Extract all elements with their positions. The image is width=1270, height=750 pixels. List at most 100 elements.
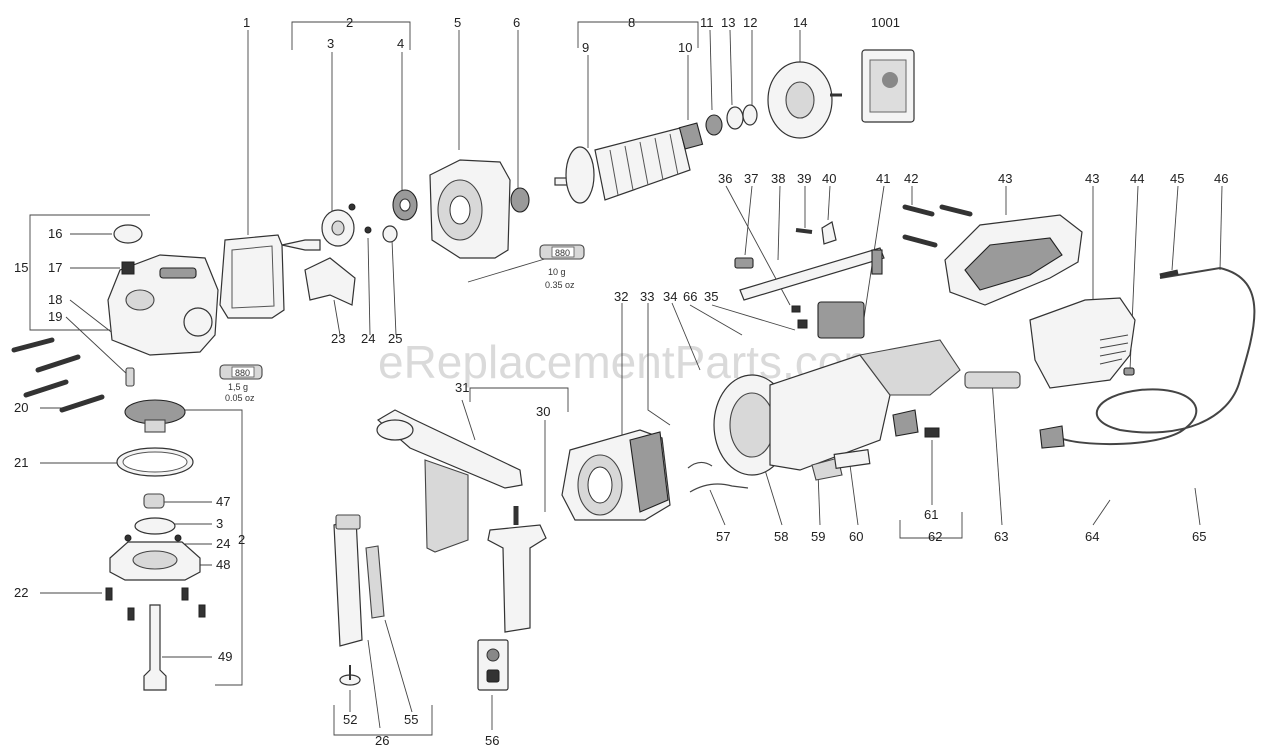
callout-14: 14 bbox=[793, 15, 807, 30]
callout-18: 18 bbox=[48, 292, 62, 307]
bearing-6 bbox=[510, 187, 530, 213]
callout-1: 1 bbox=[243, 15, 250, 30]
callout-58: 58 bbox=[774, 529, 788, 544]
callout-34: 34 bbox=[663, 289, 677, 304]
callout-63: 63 bbox=[994, 529, 1008, 544]
callout-42: 42 bbox=[904, 171, 918, 186]
callout-64: 64 bbox=[1085, 529, 1099, 544]
armature-8 bbox=[594, 127, 691, 201]
sleeve-47 bbox=[143, 493, 165, 509]
callout-13: 13 bbox=[721, 15, 735, 30]
callout-21: 21 bbox=[14, 455, 28, 470]
washer-25 bbox=[382, 225, 398, 243]
callout-59: 59 bbox=[811, 529, 825, 544]
grease-tube-label-upper: 880 bbox=[555, 248, 570, 258]
callout-35: 35 bbox=[704, 289, 718, 304]
bearing-11 bbox=[705, 114, 723, 136]
callout-3-low: 3 bbox=[216, 516, 223, 531]
callout-43-b: 43 bbox=[1085, 171, 1099, 186]
card-56 bbox=[477, 639, 509, 691]
callout-37: 37 bbox=[744, 171, 758, 186]
ring-13 bbox=[726, 106, 744, 130]
screws-15 bbox=[11, 337, 105, 413]
callout-61: 61 bbox=[924, 507, 938, 522]
label-59 bbox=[811, 457, 843, 481]
rating-plate-60 bbox=[833, 449, 871, 469]
part-44 bbox=[1123, 367, 1135, 376]
callout-48: 48 bbox=[216, 557, 230, 572]
callout-55: 55 bbox=[404, 712, 418, 727]
callout-30: 30 bbox=[536, 404, 550, 419]
callout-17: 17 bbox=[48, 260, 62, 275]
screws-22 bbox=[105, 587, 206, 621]
tube-26 bbox=[333, 517, 363, 647]
switch-61 bbox=[892, 409, 919, 437]
ring-12 bbox=[742, 104, 758, 126]
callout-16: 16 bbox=[48, 226, 62, 241]
grease-amount-oz-upper: 0.35 oz bbox=[545, 280, 575, 290]
grease-tube-label-lower: 880 bbox=[235, 368, 250, 378]
callout-24-top: 24 bbox=[361, 331, 375, 346]
gasket-1 bbox=[219, 234, 285, 319]
callout-8: 8 bbox=[628, 15, 635, 30]
callout-2-side: 2 bbox=[238, 532, 245, 547]
callout-45: 45 bbox=[1170, 171, 1184, 186]
callout-39: 39 bbox=[797, 171, 811, 186]
grease-notes: 880 10 g 0.35 oz 880 1,5 g 0.05 oz bbox=[225, 248, 575, 403]
grease-amount-oz-lower: 0.05 oz bbox=[225, 393, 255, 403]
callout-62: 62 bbox=[928, 529, 942, 544]
callout-57: 57 bbox=[716, 529, 730, 544]
callout-12: 12 bbox=[743, 15, 757, 30]
callout-52: 52 bbox=[343, 712, 357, 727]
parts bbox=[11, 49, 1256, 691]
commutator-10 bbox=[678, 122, 704, 150]
nut-17 bbox=[121, 261, 135, 275]
grease-amount-g-lower: 1,5 g bbox=[228, 382, 248, 392]
callout-44: 44 bbox=[1130, 171, 1144, 186]
part-40 bbox=[821, 221, 837, 245]
spindle-49 bbox=[143, 604, 167, 691]
callout-49: 49 bbox=[218, 649, 232, 664]
callout-2-top: 2 bbox=[346, 15, 353, 30]
callout-41: 41 bbox=[876, 171, 890, 186]
callout-11: 11 bbox=[700, 15, 714, 30]
plug bbox=[1039, 425, 1065, 449]
part-37 bbox=[734, 257, 754, 269]
callout-15: 15 bbox=[14, 260, 28, 275]
handle-half-43b bbox=[1029, 297, 1136, 389]
callout-9: 9 bbox=[582, 40, 589, 55]
callout-6: 6 bbox=[513, 15, 520, 30]
callout-38: 38 bbox=[771, 171, 785, 186]
callout-56: 56 bbox=[485, 733, 499, 748]
callout-31: 31 bbox=[455, 380, 469, 395]
callout-36: 36 bbox=[718, 171, 732, 186]
side-handle-30 bbox=[487, 524, 547, 633]
callout-46: 46 bbox=[1214, 171, 1228, 186]
clip-23 bbox=[304, 257, 356, 306]
callout-25: 25 bbox=[388, 331, 402, 346]
leader-lines bbox=[29, 21, 1223, 736]
callout-43-a: 43 bbox=[998, 171, 1012, 186]
callout-1001: 1001 bbox=[871, 15, 900, 30]
fan-9 bbox=[565, 146, 595, 204]
power-cord-46 bbox=[1059, 266, 1256, 446]
bearing-3-low bbox=[134, 517, 176, 535]
callout-4: 4 bbox=[397, 36, 404, 51]
callout-66: 66 bbox=[683, 289, 697, 304]
callout-23: 23 bbox=[331, 331, 345, 346]
callout-19: 19 bbox=[48, 309, 62, 324]
callout-10: 10 bbox=[678, 40, 692, 55]
callout-33: 33 bbox=[640, 289, 654, 304]
capacitor-41 bbox=[817, 301, 865, 339]
callout-numbers: 1 2 3 4 5 6 8 9 10 11 13 12 14 1001 16 1… bbox=[14, 15, 1228, 748]
callout-60: 60 bbox=[849, 529, 863, 544]
guard-bracket-31 bbox=[376, 409, 523, 489]
cap-16 bbox=[113, 224, 143, 244]
screws-42 bbox=[902, 204, 973, 248]
callout-65: 65 bbox=[1192, 529, 1206, 544]
callout-40: 40 bbox=[822, 171, 836, 186]
pin-18 bbox=[125, 367, 135, 387]
callout-32: 32 bbox=[614, 289, 628, 304]
rail-38 bbox=[739, 247, 885, 301]
